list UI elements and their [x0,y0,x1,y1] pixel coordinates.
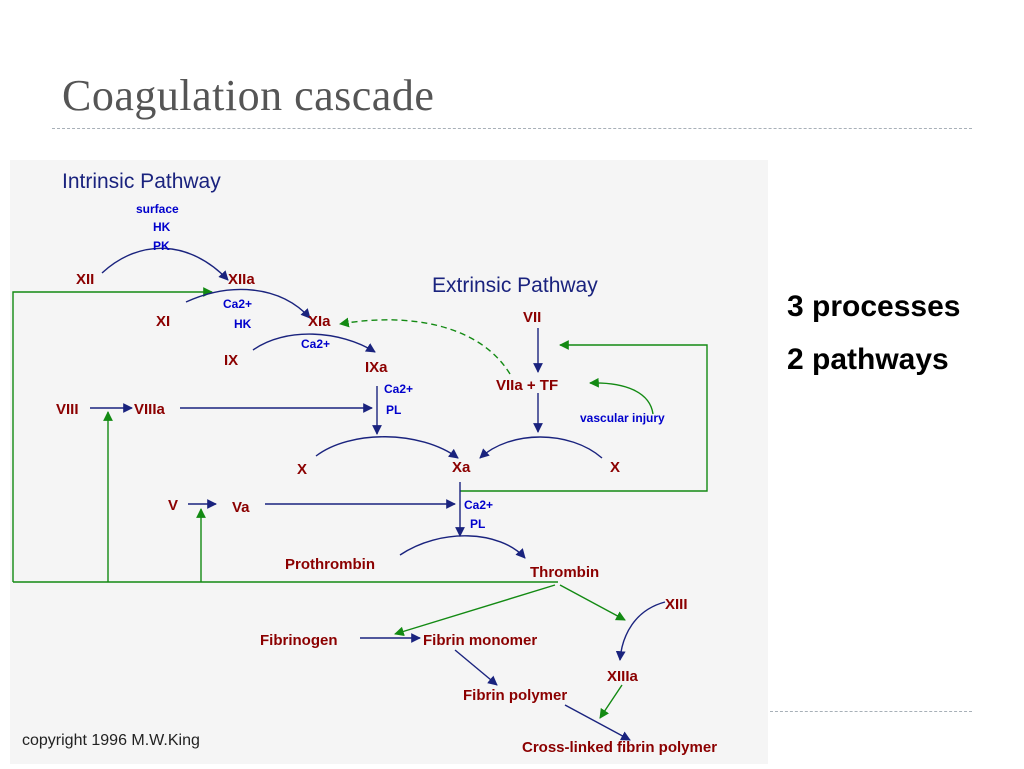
cofactor-pk: PK [153,239,170,253]
extrinsic-pathway-title: Extrinsic Pathway [432,274,598,297]
factor-va: Va [232,499,250,516]
xiiia-to-crosslink [599,684,623,719]
factor-cross-linked-fibrin-polymer: Cross-linked fibrin polymer [522,739,717,756]
x-to-xa [315,436,459,459]
factor-xi: XI [156,313,170,330]
viia-to-xia-dashed [339,317,511,375]
monomer-to-polymer [454,649,498,686]
ix-to-ixa [252,333,376,353]
prothrombin-to-thrombin [399,535,526,559]
cofactor-vascular-injury: vascular injury [580,411,665,425]
factor-viiia: VIIIa [134,401,166,418]
copyright-notice: copyright 1996 M.W.King [22,732,200,749]
factor-thrombin: Thrombin [530,564,599,581]
factor-ix: IX [224,352,238,369]
factor-xiia: XIIa [228,271,255,288]
coagulation-diagram-svg: Intrinsic Pathway Extrinsic Pathway surf… [12,170,717,756]
xiii-to-xiiia [615,601,666,661]
title-underline [52,128,972,129]
cofactor-ca2-xi: Ca2+ [223,297,252,311]
cofactor-pl-xa: PL [470,517,485,531]
factor-x-right: X [610,459,620,476]
factor-ixa: IXa [365,359,388,376]
factor-xia: XIa [308,313,331,330]
factor-viii: VIII [56,401,79,418]
bullet-processes: 3 processes [787,290,961,323]
polymer-to-crosslink [564,704,631,741]
thrombin-to-xiii [559,584,626,621]
coagulation-diagram: Intrinsic Pathway Extrinsic Pathway surf… [10,160,768,764]
factor-vii: VII [523,309,541,326]
cofactor-ca2-ix: Ca2+ [301,337,330,351]
extrinsic-loop [460,340,708,492]
slide-title: Coagulation cascade [62,71,435,120]
xii-to-xiia [101,247,229,281]
xi-to-xia [185,288,311,319]
factor-prothrombin: Prothrombin [285,556,375,573]
cofactor-ca2-xa: Ca2+ [464,498,493,512]
cofactor-pl-ixa: PL [386,403,401,417]
cofactor-hk: HK [153,220,171,234]
thrombin-to-fibrinogen [394,584,556,637]
factor-viia-tf: VIIa + TF [496,377,558,394]
cofactor-surface: surface [136,202,179,216]
factor-xiiia: XIIIa [607,668,639,685]
factor-xiii: XIII [665,596,688,613]
factor-v: V [168,497,178,514]
factor-fibrin-polymer: Fibrin polymer [463,687,567,704]
factor-fibrin-monomer: Fibrin monomer [423,632,537,649]
cofactor-hk-xi: HK [234,317,252,331]
vascular-injury-arrow [589,377,654,415]
factor-fibrinogen: Fibrinogen [260,632,338,649]
xright-to-xa [479,436,603,459]
factor-xii: XII [76,271,94,288]
thrombin-feedback-outer [12,287,213,582]
bullet-pathways: 2 pathways [787,343,949,376]
bottom-rule [770,711,972,712]
factor-xa: Xa [452,459,471,476]
intrinsic-pathway-title: Intrinsic Pathway [62,170,221,193]
cofactor-ca2-ixa: Ca2+ [384,382,413,396]
factor-x-left: X [297,461,307,478]
